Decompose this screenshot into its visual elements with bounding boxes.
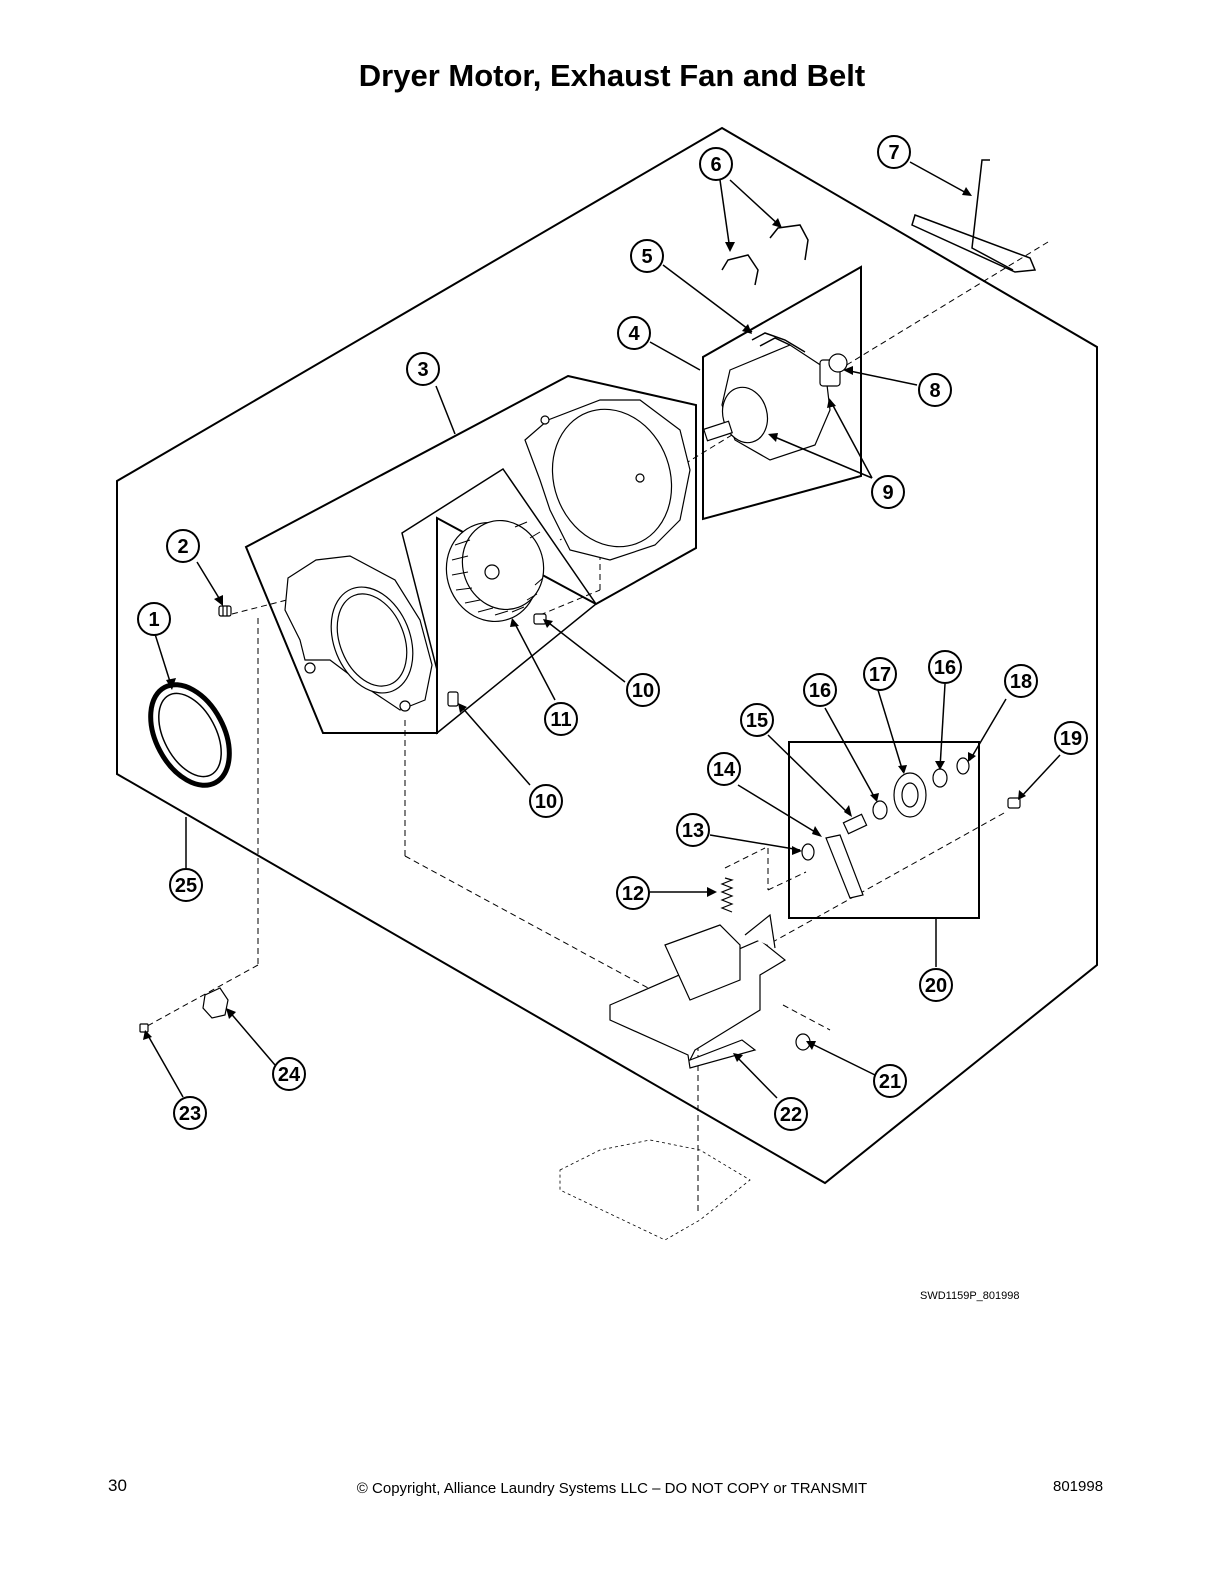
callout-16a bbox=[803, 673, 837, 707]
callout-label-21: 21 bbox=[879, 1071, 901, 1093]
callout-label-5: 5 bbox=[641, 246, 652, 268]
assembly-boundary bbox=[116, 126, 1098, 1185]
callout-label-20: 20 bbox=[925, 975, 947, 997]
connector-part-24 bbox=[202, 987, 229, 1019]
blower-housing-rear bbox=[524, 399, 691, 561]
page-title: Dryer Motor, Exhaust Fan and Belt bbox=[358, 58, 866, 93]
base-phantom bbox=[559, 1139, 751, 1241]
screw-part-23 bbox=[139, 1023, 149, 1033]
callout-label-11: 11 bbox=[550, 709, 571, 731]
callout-label-18: 18 bbox=[1010, 671, 1032, 693]
screw-part-19 bbox=[1007, 797, 1021, 809]
callout-4 bbox=[617, 316, 651, 350]
drive-belt bbox=[911, 159, 1037, 273]
motor-group-boundary bbox=[702, 265, 862, 521]
callout-label-2: 2 bbox=[177, 536, 188, 558]
callout-8 bbox=[918, 373, 952, 407]
callout-2 bbox=[166, 529, 200, 563]
callout-label-6: 6 bbox=[710, 154, 721, 176]
motor-clamps bbox=[721, 224, 809, 286]
callout-12 bbox=[616, 876, 650, 910]
callout-label-25: 25 bbox=[175, 875, 197, 897]
callout-7 bbox=[877, 135, 911, 169]
callout-22 bbox=[774, 1097, 808, 1131]
page-number: 30 bbox=[108, 1476, 127, 1495]
callout-10a bbox=[626, 673, 660, 707]
callout-label-12: 12 bbox=[622, 883, 644, 905]
callout-19 bbox=[1054, 721, 1088, 755]
callout-label-19: 19 bbox=[1060, 728, 1082, 750]
front-seal-ring bbox=[148, 682, 232, 788]
callout-15 bbox=[740, 703, 774, 737]
callout-14 bbox=[707, 752, 741, 786]
drive-motor bbox=[703, 344, 848, 461]
drawing-reference: SWD1159P_801998 bbox=[920, 1290, 1020, 1302]
callout-3 bbox=[406, 352, 440, 386]
callout-10b bbox=[529, 784, 563, 818]
callout-18 bbox=[1004, 664, 1038, 698]
callout-13 bbox=[676, 813, 710, 847]
callout-label-3: 3 bbox=[417, 359, 428, 381]
motor-terminal-clip bbox=[751, 332, 806, 353]
callout-label-17: 17 bbox=[869, 664, 891, 686]
callout-label-13: 13 bbox=[682, 820, 704, 842]
document-number: 801998 bbox=[1053, 1478, 1104, 1495]
callout-label-22: 22 bbox=[780, 1104, 802, 1126]
callout-6 bbox=[699, 147, 733, 181]
callout-label-16b: 16 bbox=[934, 657, 956, 679]
callout-label-7: 7 bbox=[888, 142, 899, 164]
callout-label-14: 14 bbox=[713, 759, 736, 781]
callout-label-23: 23 bbox=[179, 1103, 201, 1125]
idler-spring bbox=[720, 877, 734, 913]
callout-label-24: 24 bbox=[278, 1064, 301, 1086]
callout-25 bbox=[169, 868, 203, 902]
callout-17 bbox=[863, 657, 897, 691]
callouts bbox=[137, 135, 1088, 1131]
leader-lines bbox=[145, 161, 1061, 1099]
idler-parts bbox=[801, 757, 970, 899]
motor-mount-bracket bbox=[609, 913, 787, 1069]
callout-label-10b: 10 bbox=[535, 791, 557, 813]
callout-21 bbox=[873, 1064, 907, 1098]
callout-label-15: 15 bbox=[746, 710, 768, 732]
callout-24 bbox=[272, 1057, 306, 1091]
idler-group-boundary bbox=[788, 741, 980, 919]
callout-9 bbox=[871, 475, 905, 509]
blower-wheel bbox=[445, 519, 545, 623]
callout-20 bbox=[919, 968, 953, 1002]
callout-1 bbox=[137, 602, 171, 636]
callout-11 bbox=[544, 702, 578, 736]
callout-label-10a: 10 bbox=[632, 680, 654, 702]
screw-part-10 bbox=[447, 613, 547, 707]
callout-label-9: 9 bbox=[882, 482, 893, 504]
callout-label-4: 4 bbox=[628, 323, 640, 345]
callout-label-16a: 16 bbox=[809, 680, 831, 702]
arrowheads bbox=[143, 187, 1026, 1062]
callout-5 bbox=[630, 239, 664, 273]
callout-23 bbox=[173, 1096, 207, 1130]
callout-16b bbox=[928, 650, 962, 684]
copyright-notice: © Copyright, Alliance Laundry Systems LL… bbox=[356, 1480, 868, 1497]
blower-housing-front bbox=[284, 555, 433, 712]
screw-part-2 bbox=[218, 605, 232, 617]
callout-label-8: 8 bbox=[929, 380, 940, 402]
callout-label-1: 1 bbox=[148, 609, 159, 631]
fan-housing-group-boundary bbox=[244, 374, 697, 734]
blower-wheel-sub-boundary bbox=[401, 467, 598, 735]
